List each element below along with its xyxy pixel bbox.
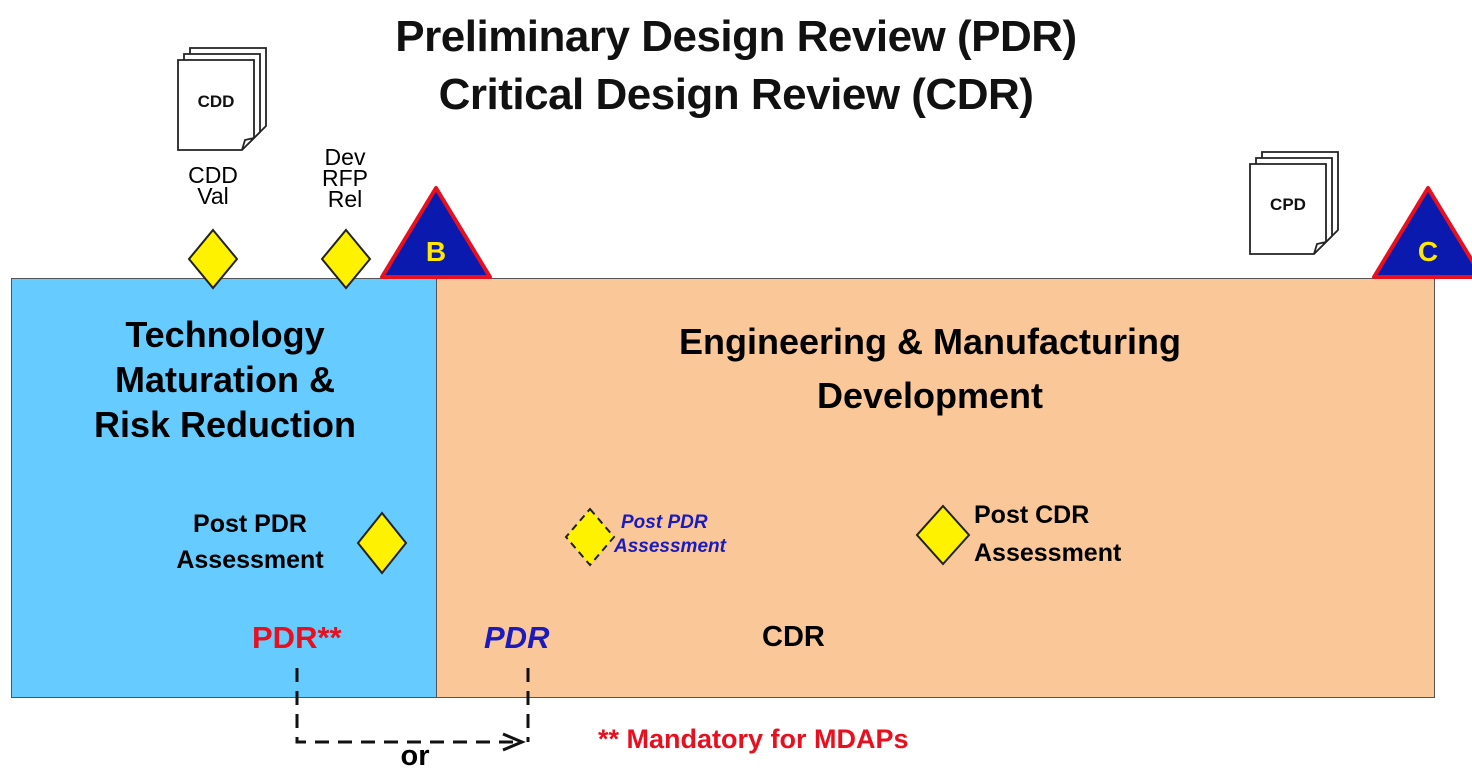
post-cdr-label-line-2: Assessment [974,539,1122,567]
post-pdr-tmrr-label: Post PDR Assessment [150,506,350,578]
tmrr-phase-title-line-3: Risk Reduction [93,404,357,445]
dev-rfp-rel-diamond-icon [320,228,372,290]
tmrr-phase-title-line-1: Technology [125,314,325,355]
emd-phase-title: Engineering & Manufacturing Development [560,315,1300,423]
diagram-title-line-1: Preliminary Design Review (PDR) [395,12,1077,61]
post-cdr-diamond-icon [915,504,971,566]
post-pdr-emd-diamond-icon [564,507,616,567]
dev-rfp-rel-label: Dev RFP Rel [300,144,390,212]
post-pdr-tmrr-label-line-1: Post PDR [193,510,307,538]
milestone-c-triangle-icon [1372,186,1472,279]
milestone-c-label: C [1417,236,1439,267]
post-pdr-tmrr-diamond-icon [356,511,408,575]
milestone-b-triangle-icon [380,186,492,279]
pdr-mandatory-label: PDR** [252,620,342,655]
pdr-alternative-label: PDR [484,620,550,655]
dev-rfp-rel-label-line-2: RFP [322,165,368,191]
pdr-alternative-dashed-arrow [295,668,514,744]
emd-phase-title-line-2: Development [816,375,1044,416]
dev-rfp-rel-label-line-1: Dev [324,144,366,170]
post-cdr-label: Post CDR Assessment [974,496,1194,572]
cdd-val-label-line-2: Val [197,183,229,209]
cdd-document-label: CDD [197,92,235,111]
emd-phase-box [436,278,1435,698]
milestone-b-label: B [425,236,447,267]
dev-rfp-rel-label-line-3: Rel [327,186,363,212]
cpd-document-icon [1249,151,1339,255]
tmrr-phase-title-line-2: Maturation & [115,359,335,400]
post-pdr-emd-label: Post PDR Assessment [614,511,774,559]
post-pdr-tmrr-label-line-2: Assessment [176,546,324,574]
cdd-val-diamond-icon [187,228,239,290]
cdd-val-label-line-1: CDD [188,162,238,188]
cdd-val-label: CDD Val [173,162,253,209]
arrowhead-icon [502,732,526,752]
post-pdr-emd-label-line-2: Assessment [614,536,726,557]
tmrr-phase-box [11,278,437,698]
or-label: or [400,740,430,772]
diagram-title-line-2: Critical Design Review (CDR) [438,70,1034,119]
tmrr-phase-title: Technology Maturation & Risk Reduction [60,312,390,447]
post-cdr-label-line-1: Post CDR [974,501,1090,529]
cdr-label: CDR [762,621,825,653]
cpd-document-label: CPD [1270,195,1306,214]
cdd-document-icon [177,47,267,151]
post-pdr-emd-label-line-1: Post PDR [621,512,708,533]
mandatory-note: ** Mandatory for MDAPs [598,724,909,754]
emd-phase-title-line-1: Engineering & Manufacturing [678,321,1181,362]
